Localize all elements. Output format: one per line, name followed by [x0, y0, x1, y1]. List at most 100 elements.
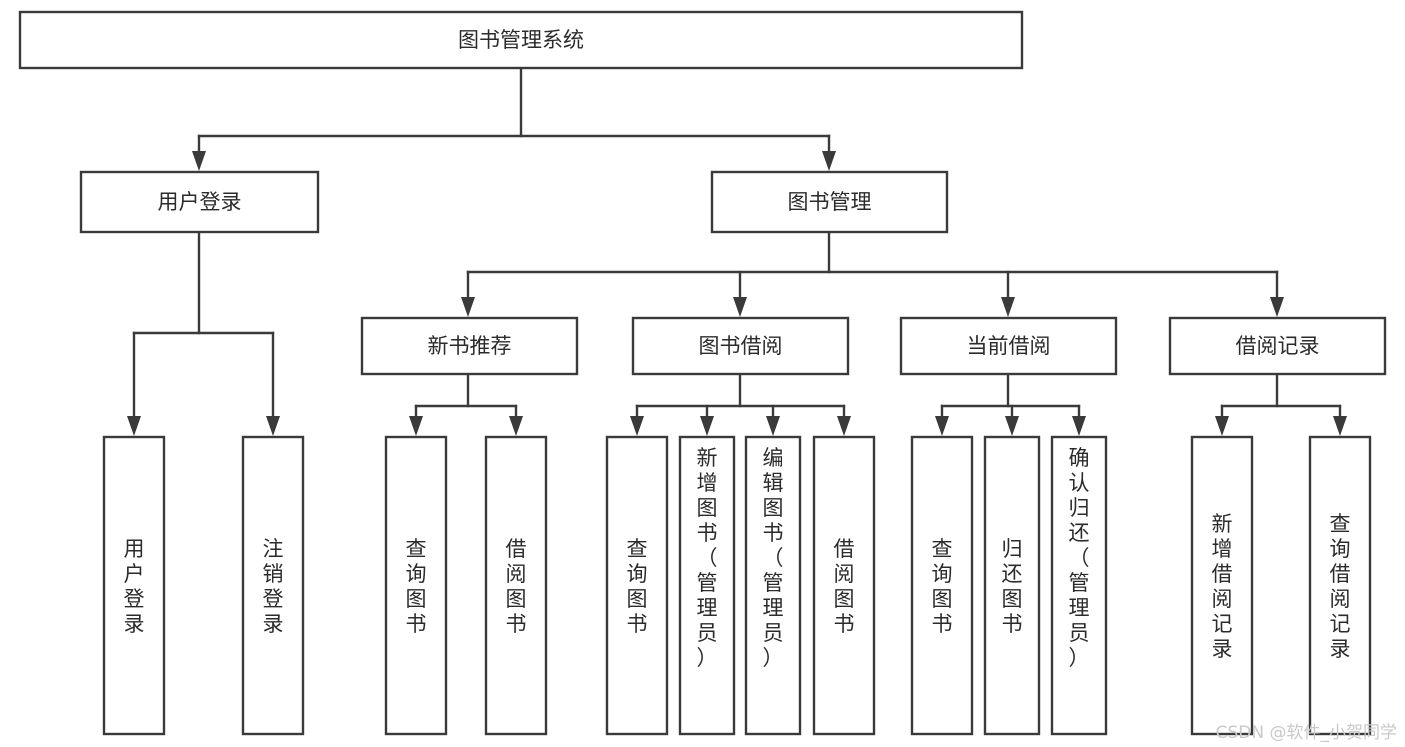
leaf-query-book-1-label-char: 查 [406, 537, 427, 561]
leaf-add-borrow-record-label-char: 记 [1212, 612, 1233, 636]
leaf-query-book-3-box[interactable] [910, 435, 974, 736]
leaf-return-book-label-char: 书 [1002, 612, 1023, 636]
leaf-return-book-label-char: 图 [1002, 587, 1023, 611]
leaf-query-book-2-box[interactable] [605, 435, 669, 736]
leaf-edit-book-label-char: 理 [763, 596, 784, 620]
leaf-borrow-book-2-label-char: 书 [834, 612, 855, 636]
leaf-borrow-book-1-label-char: 借 [506, 537, 527, 561]
leaf-add-book-label-char: 新 [697, 446, 718, 470]
leaf-add-book-label-char: 图 [697, 496, 718, 520]
leaf-borrow-book-2-label-char: 阅 [834, 562, 855, 586]
leaf-add-borrow-record-label-char: 新 [1212, 512, 1233, 536]
leaf-edit-book-label-char: 辑 [763, 471, 784, 495]
current-borrow-box[interactable] [899, 316, 1118, 376]
leaf-query-borrow-record-label-char: 查 [1330, 512, 1351, 536]
leaf-query-book-3-label-char: 查 [932, 537, 953, 561]
leaf-edit-book-label-char: 图 [763, 496, 784, 520]
book-management-label: 图书管理 [788, 190, 872, 214]
leaf-confirm-return-label-char: 员 [1069, 621, 1090, 645]
leaf-borrow-book-1-box[interactable] [484, 435, 548, 736]
leaf-confirm-return-box[interactable] [1050, 435, 1108, 736]
node-l1-user-login[interactable]: 用户登录 [79, 170, 320, 234]
node-l2-book-borrow[interactable]: 图书借阅 [631, 316, 850, 376]
book-borrow-box[interactable] [631, 316, 850, 376]
leaf-return-book-box[interactable] [983, 435, 1041, 736]
book-management-box[interactable] [710, 170, 949, 234]
leaf-logout-login-label-char: 录 [263, 612, 284, 636]
new-book-recommend-label: 新书推荐 [428, 334, 512, 358]
leaf-confirm-return-label-char: 还 [1069, 521, 1090, 545]
leaf-query-book-2-label-char: 图 [627, 587, 648, 611]
leaf-edit-book-box[interactable] [744, 435, 802, 736]
leaf-query-book-3-label-char: 书 [932, 612, 953, 636]
leaf-query-book-2-label-char: 询 [627, 562, 648, 586]
arrow-head-icon [766, 416, 780, 436]
current-borrow-label: 当前借阅 [967, 334, 1051, 358]
leaf-logout-login-label-char: 注 [263, 537, 284, 561]
leaf-query-book-3-label-char: 询 [932, 562, 953, 586]
node-root-root[interactable]: 图书管理系统 [18, 10, 1024, 70]
leaf-user-login-box[interactable] [102, 435, 166, 736]
leaf-logout-login-box[interactable] [241, 435, 305, 736]
leaf-add-book-label-char: （ [697, 546, 718, 570]
node-l2-borrow-record[interactable]: 借阅记录 [1168, 316, 1387, 376]
leaf-add-book-label-char: 管 [697, 571, 718, 595]
leaf-query-book-3-label-char: 图 [932, 587, 953, 611]
node-leaf-leaf-user-login[interactable]: 用户登录 [102, 435, 166, 736]
user-login-label: 用户登录 [158, 190, 242, 214]
leaf-add-borrow-record-box[interactable] [1190, 435, 1254, 736]
leaf-query-book-2-label-char: 查 [627, 537, 648, 561]
leaf-edit-book-label-char: ） [763, 646, 784, 670]
leaf-logout-login-label-char: 登 [263, 587, 284, 611]
leaf-edit-book-label-char: 书 [763, 521, 784, 545]
arrow-head-icon [1005, 416, 1019, 436]
leaf-add-book-label-char: 员 [697, 621, 718, 645]
book-borrow-label: 图书借阅 [699, 334, 783, 358]
leaf-confirm-return-label-char: 认 [1069, 471, 1090, 495]
leaf-add-book-label-char: 书 [697, 521, 718, 545]
node-l2-current-borrow[interactable]: 当前借阅 [899, 316, 1118, 376]
root-box[interactable] [18, 10, 1024, 70]
leaf-user-login-label-char: 户 [124, 562, 145, 586]
leaf-add-borrow-record-label-char: 录 [1212, 637, 1233, 661]
leaf-confirm-return-label-char: 归 [1069, 496, 1090, 520]
borrow-record-box[interactable] [1168, 316, 1387, 376]
arrow-head-icon [127, 416, 141, 436]
leaf-query-borrow-record-box[interactable] [1308, 435, 1372, 736]
leaf-borrow-book-1-label-char: 图 [506, 587, 527, 611]
arrow-head-icon [266, 416, 280, 436]
root-label: 图书管理系统 [458, 28, 584, 52]
leaf-query-borrow-record-label-char: 询 [1330, 537, 1351, 561]
arrow-head-icon [733, 297, 747, 317]
leaf-query-borrow-record-label-char: 阅 [1330, 587, 1351, 611]
node-l2-new-book-recommend[interactable]: 新书推荐 [360, 316, 579, 376]
node-l1-book-management[interactable]: 图书管理 [710, 170, 949, 234]
leaf-return-book-label-char: 归 [1002, 537, 1023, 561]
leaf-query-book-1-box[interactable] [384, 435, 448, 736]
new-book-recommend-box[interactable] [360, 316, 579, 376]
leaf-add-borrow-record-label-char: 增 [1212, 537, 1233, 561]
leaf-add-book-box[interactable] [678, 435, 736, 736]
arrow-head-icon [409, 416, 423, 436]
arrow-head-icon [1270, 297, 1284, 317]
leaf-add-borrow-record-label-char: 阅 [1212, 587, 1233, 611]
leaf-borrow-book-2-box[interactable] [812, 435, 876, 736]
leaf-confirm-return-label-char: （ [1069, 546, 1090, 570]
leaf-borrow-book-2-label-char: 图 [834, 587, 855, 611]
user-login-box[interactable] [79, 170, 320, 234]
leaf-confirm-return-label-char: 确 [1069, 446, 1090, 470]
